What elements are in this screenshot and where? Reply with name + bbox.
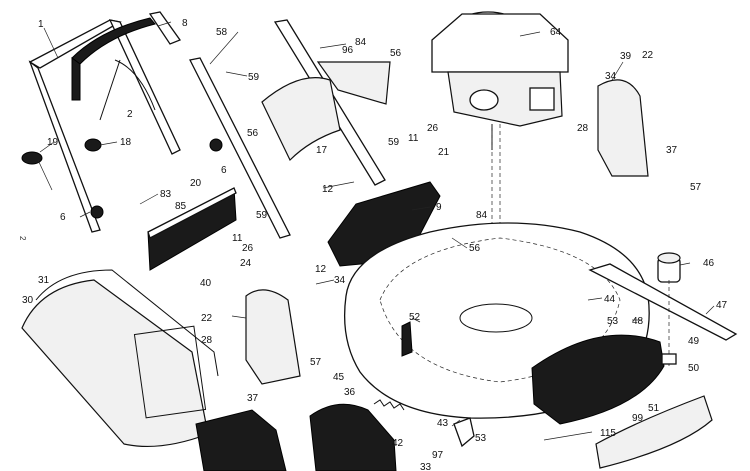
callout-22: 22: [642, 50, 654, 61]
right-wheel-bracket: [597, 79, 649, 177]
callout-53: 53: [607, 316, 619, 327]
callout-56c: 56: [469, 243, 481, 254]
callout-56b: 56: [247, 128, 259, 139]
callout-31: 31: [38, 275, 50, 286]
star-knob-6a: [90, 205, 104, 219]
callout-39: 39: [620, 51, 632, 62]
callout-20: 20: [190, 178, 202, 189]
callout-43: 43: [437, 418, 449, 429]
mulch-plug: [195, 403, 397, 471]
callout-96: 96: [342, 45, 354, 56]
callout-99: 99: [632, 413, 644, 424]
left-wheel-bracket: [245, 289, 301, 385]
callout-37: 37: [666, 145, 678, 156]
callout-26: 26: [427, 123, 439, 134]
rear-flap: [147, 187, 237, 271]
callout-21: 21: [438, 147, 450, 158]
callout-26b: 26: [242, 243, 254, 254]
callout-51: 51: [648, 403, 660, 414]
callout-30: 30: [22, 295, 34, 306]
callout-24: 24: [240, 258, 252, 269]
callout-44: 44: [604, 294, 616, 305]
engine: [431, 11, 569, 150]
callout-8: 8: [182, 18, 188, 29]
callout-37b: 37: [247, 393, 259, 404]
callout-18: 18: [120, 137, 132, 148]
callout-85: 85: [175, 201, 187, 212]
upper-handle: [28, 11, 182, 233]
callout-58: 58: [216, 27, 228, 38]
leader-lines: [39, 21, 715, 441]
callout-19: 19: [47, 137, 59, 148]
callout-1: 1: [38, 19, 44, 30]
callout-46: 46: [703, 258, 715, 269]
callout-84b: 84: [476, 210, 488, 221]
callout-33: 33: [420, 462, 432, 471]
callout-57: 57: [690, 182, 702, 193]
callout-12: 12: [322, 184, 334, 195]
callout-34b: 34: [334, 275, 346, 286]
callout-11: 11: [408, 133, 419, 144]
callout-22b: 22: [201, 313, 213, 324]
callout-59b: 59: [388, 137, 400, 148]
callout-12b: 12: [315, 264, 327, 275]
callout-42: 42: [392, 438, 404, 449]
lower-handle-left: [189, 57, 291, 239]
callout-36: 36: [344, 387, 356, 398]
callout-84: 84: [355, 37, 367, 48]
callout-115: 115: [600, 428, 616, 439]
bracket-97: [453, 417, 475, 448]
callout-47: 47: [716, 300, 728, 311]
callout-53b: 53: [475, 433, 487, 444]
callout-28b: 28: [201, 335, 213, 346]
handle-knob-18: [84, 138, 102, 152]
callout-97: 97: [432, 450, 444, 461]
callout-17: 17: [316, 145, 328, 156]
grass-bag: [21, 269, 219, 448]
callout-2: 2: [127, 109, 133, 120]
callout-48: 48: [632, 316, 644, 327]
callout-49: 49: [688, 336, 700, 347]
mower-blade: [588, 263, 738, 341]
callout-6: 6: [221, 165, 227, 176]
callout-28: 28: [577, 123, 589, 134]
callout-11b: 11: [232, 233, 243, 244]
control-cable: [71, 17, 156, 121]
callout-45: 45: [333, 372, 345, 383]
callout-57b: 57: [310, 357, 322, 368]
callout-labels: 1 8 58 84 96 56 64 39 22 34 2 59 19 18 5…: [22, 18, 728, 471]
callout-40: 40: [200, 278, 212, 289]
front-shield: [531, 334, 713, 469]
callout-64: 64: [550, 27, 562, 38]
handle-shield: [261, 61, 391, 162]
callout-83: 83: [160, 189, 172, 200]
callout-56: 56: [390, 48, 402, 59]
side-page-mark: 2: [18, 236, 27, 241]
handle-knob-19: [21, 151, 53, 191]
spring-42: [373, 399, 405, 411]
callout-52: 52: [409, 312, 421, 323]
blade-adapter: [657, 252, 681, 366]
callout-6b: 6: [60, 212, 66, 223]
star-knob-6b: [209, 138, 223, 152]
callout-50: 50: [688, 363, 700, 374]
callout-59c: 59: [256, 210, 268, 221]
callout-9: 9: [436, 202, 442, 213]
callout-34: 34: [605, 71, 617, 82]
callout-59: 59: [248, 72, 260, 83]
